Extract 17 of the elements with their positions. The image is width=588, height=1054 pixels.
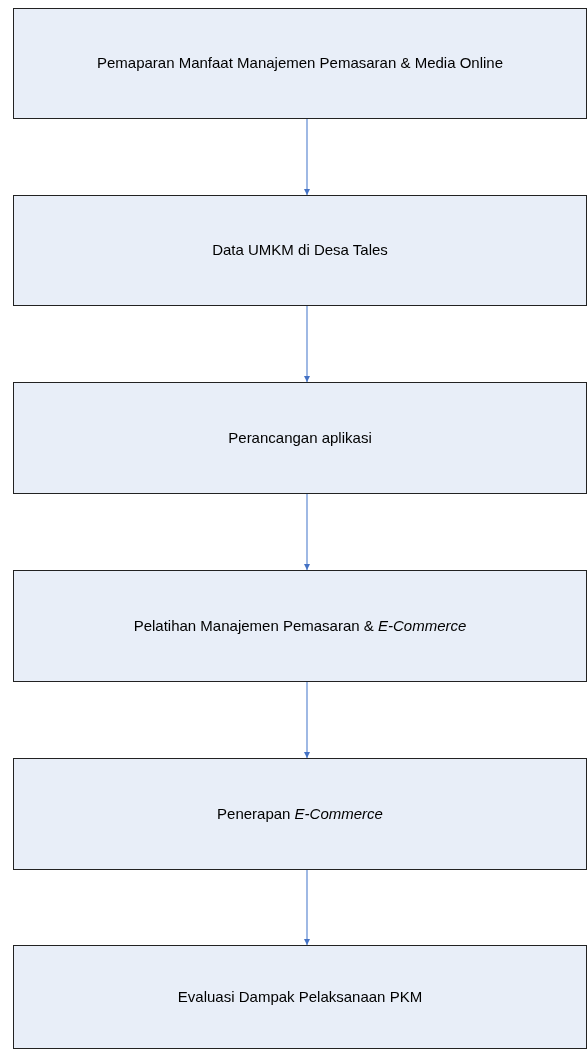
- process-box: [13, 195, 587, 306]
- box-text: Evaluasi Dampak Pelaksanaan PKM: [177, 987, 423, 1007]
- box-text: Perancangan aplikasi: [228, 428, 372, 448]
- process-box: [13, 382, 587, 494]
- process-box: [13, 8, 587, 119]
- box-text: Pemaparan Manfaat Manajemen Pemasaran & Media Online: [96, 54, 504, 73]
- arrow: [303, 493, 311, 571]
- process-box: [13, 570, 587, 682]
- arrow: [303, 118, 311, 196]
- box-text: Penerapan E-Commerce: [217, 804, 383, 824]
- arrow: [303, 305, 311, 383]
- arrow: [303, 681, 311, 759]
- box-text: Data UMKM di Desa Tales: [212, 241, 388, 260]
- process-box: [13, 945, 587, 1049]
- arrow: [303, 869, 311, 946]
- box-text: Pelatihan Manajemen Pemasaran & E-Commerce: [133, 616, 467, 636]
- process-box: [13, 758, 587, 870]
